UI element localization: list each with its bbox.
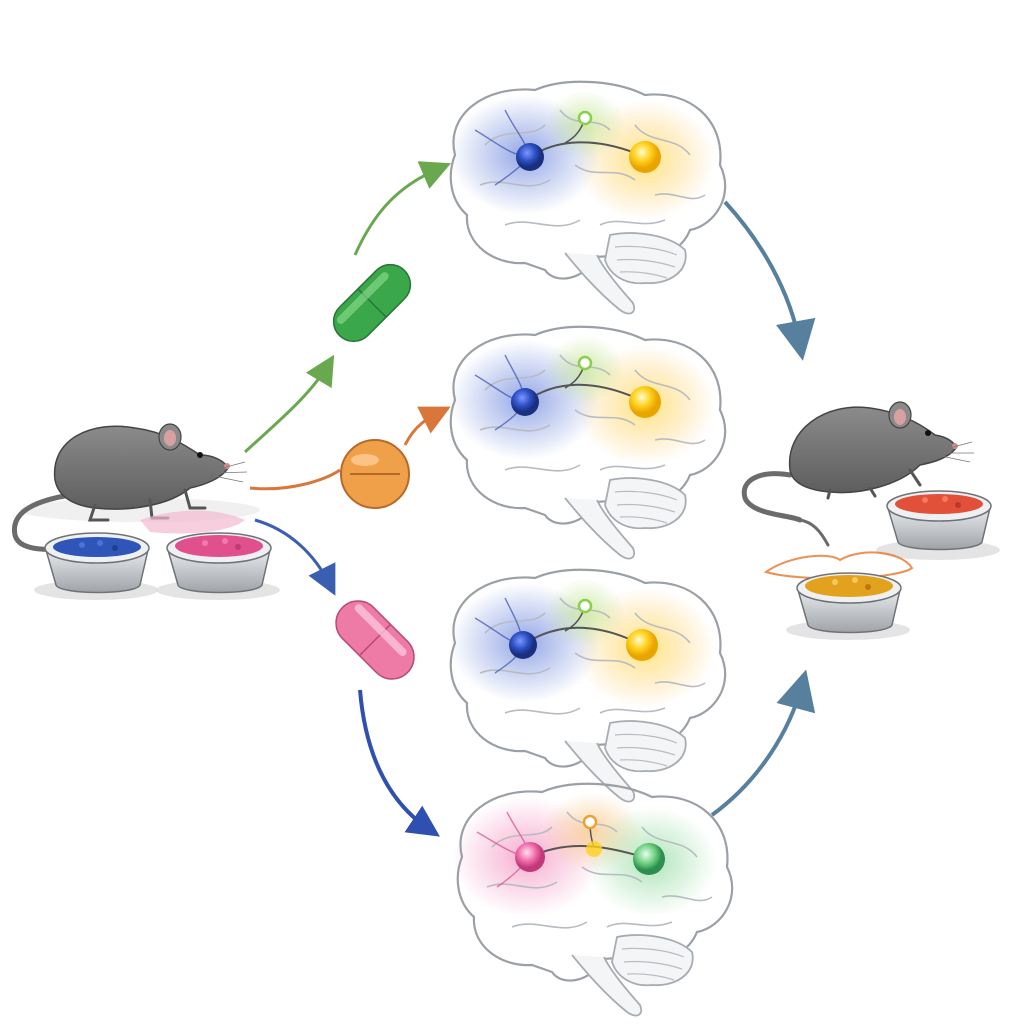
red-food-bowl [876, 490, 1000, 560]
pink-capsule-icon [335, 600, 415, 680]
arrow-to-green-capsule [243, 354, 335, 454]
teal-node [633, 843, 665, 875]
rat-eye [197, 452, 203, 458]
blue-food-bowl [34, 532, 158, 600]
green-node [577, 598, 593, 614]
yellow-node [626, 629, 658, 661]
brain-icon [449, 568, 727, 803]
green-capsule-icon [332, 263, 412, 343]
arrow-to-pink-capsule [254, 518, 336, 596]
yellow-node [629, 141, 661, 173]
blue-node [511, 388, 539, 416]
blue-food [53, 537, 141, 557]
brain-icon [449, 80, 727, 315]
right-rat-group [741, 401, 974, 547]
yellow-food [805, 575, 893, 597]
pink-food [175, 535, 263, 557]
orange-tablet-icon [340, 439, 410, 509]
pink-node [515, 842, 545, 872]
green-node [577, 355, 593, 371]
green-node [577, 110, 593, 126]
rat-icon [53, 425, 229, 510]
blue-node [509, 631, 537, 659]
arrow-to-orange-tablet [249, 468, 341, 491]
brain-icon [449, 325, 727, 560]
rat-icon [788, 406, 957, 494]
rat-eye [925, 430, 931, 436]
arrow-pink-to-brain-4 [358, 689, 440, 837]
left-rat-group [12, 423, 260, 552]
yellow-node [629, 386, 661, 418]
brain-icon [452, 782, 734, 1017]
rat-nose [952, 443, 958, 449]
arrow-green-to-brain-1 [353, 161, 452, 256]
rat-tail [741, 471, 803, 523]
arrow-brain-1-to-rat [723, 200, 816, 361]
arrow-brain-4-to-rat [710, 669, 816, 817]
yellow-food-bowl [763, 551, 914, 640]
orange-node [582, 814, 598, 830]
arrow-orange-to-brain-2 [403, 406, 451, 446]
red-food [895, 494, 983, 514]
blue-node [516, 143, 544, 171]
pink-food-bowl [156, 532, 280, 600]
